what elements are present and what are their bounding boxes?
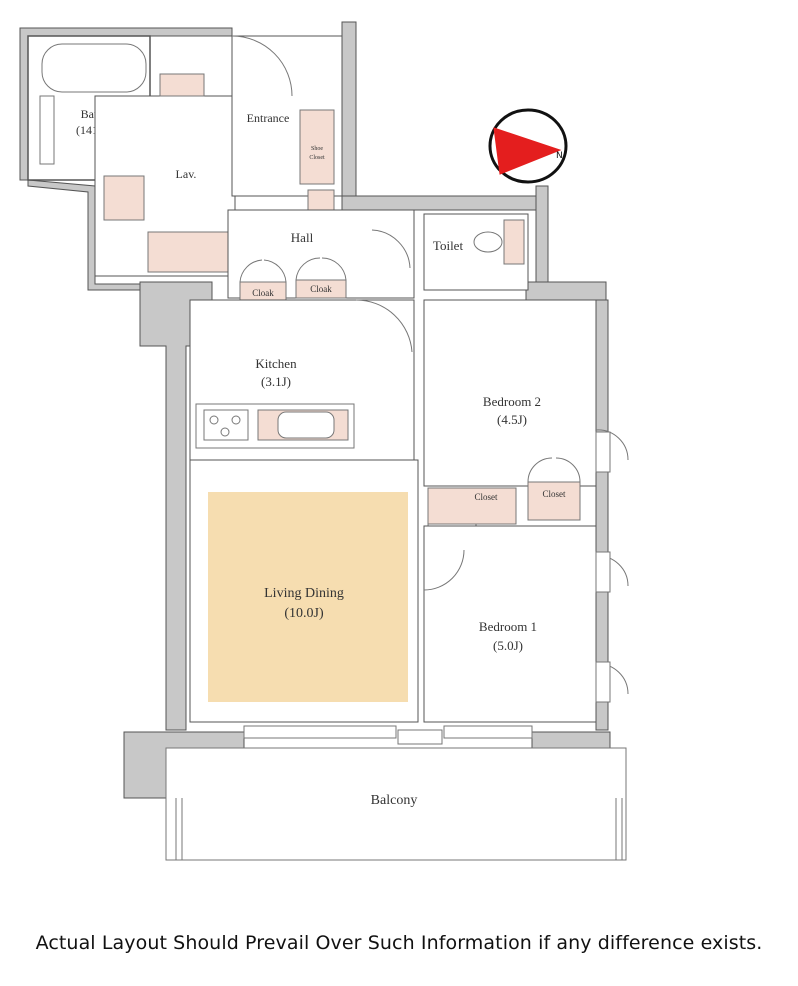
floor-plan: Bath (1418) Lav. Entrance Shoe Closet Ha… [19, 21, 629, 861]
living-dining-label: Living Dining [264, 586, 344, 601]
balcony-label: Balcony [371, 793, 418, 808]
kitchen-label: Kitchen [255, 356, 297, 371]
bedroom-2-size: (4.5J) [497, 412, 527, 427]
shoe-closet-label-line2: Closet [309, 155, 325, 161]
bedroom-1-area: Bedroom 1 (5.0J) [423, 525, 629, 723]
closet-1-label: Closet [474, 492, 498, 502]
hall-label: Hall [291, 230, 314, 245]
kitchen-size: (3.1J) [261, 374, 291, 389]
toilet-room: Toilet [423, 213, 529, 291]
bedroom-2-area: Bedroom 2 (4.5J) [423, 299, 629, 487]
closet-2-label: Closet [542, 489, 566, 499]
cloak-closets: Cloak Cloak [239, 257, 347, 305]
window-strips [243, 431, 611, 745]
toilet-label: Toilet [433, 238, 464, 253]
north-compass-icon: N [488, 108, 568, 184]
living-dining-size: (10.0J) [284, 606, 324, 621]
entrance-area: Entrance Shoe Closet [231, 35, 343, 219]
shoe-closet-label-line1: Shoe [311, 146, 323, 152]
living-dining-area: Living Dining (10.0J) [189, 459, 419, 723]
cloak-2-label: Cloak [310, 284, 332, 294]
lav-room: Lav. [94, 73, 236, 277]
disclaimer-note: Actual Layout Should Prevail Over Such I… [35, 932, 763, 954]
lav-label: Lav. [176, 167, 197, 181]
bedroom-1-label: Bedroom 1 [479, 619, 537, 634]
cloak-1-label: Cloak [252, 288, 274, 298]
bedroom-2-label: Bedroom 2 [483, 394, 541, 409]
kitchen-area: Kitchen (3.1J) [189, 299, 415, 461]
balcony-area: Balcony [165, 747, 627, 861]
entrance-label: Entrance [247, 111, 290, 125]
bedroom-1-size: (5.0J) [493, 638, 523, 653]
compass-letter: N [556, 151, 563, 161]
